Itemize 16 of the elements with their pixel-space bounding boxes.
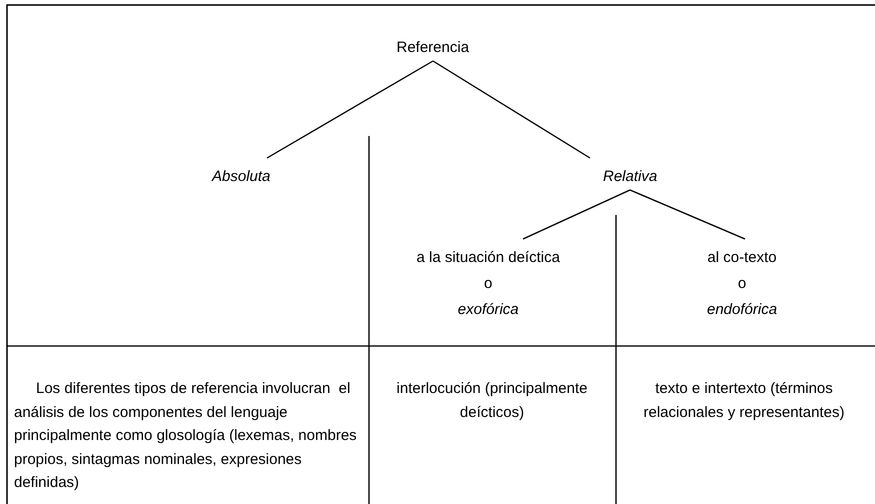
tree-label: Relativa [603,167,658,187]
description-paragraph: Los diferentes tipos de referencia involucran el análisis de los componentes del lenguaje principalmente como glosología (lexemas, nombres propios, sintagmas nominales, expresiones definidas) [14,379,358,493]
tree-branch-line [266,60,434,159]
connector-word: o [736,274,748,294]
table-cell-text: texto e intertexto (términos relacionales y representantes) [642,379,846,422]
tree-branch-line [630,189,746,240]
tree-label: endofórica [707,300,778,320]
connector-word: o [483,274,494,294]
tree-label: Absoluta [212,167,270,187]
tree-branch-line [432,60,590,159]
tree-label: Referencia [396,38,470,58]
tree-branch-line [522,189,630,240]
table-cell-text: interlocución (principalmente deícticos) [396,379,588,422]
tree-label: al co-texto [707,248,778,268]
tree-label: a la situación deíctica [416,248,560,268]
tree-label: exofórica [456,300,520,320]
